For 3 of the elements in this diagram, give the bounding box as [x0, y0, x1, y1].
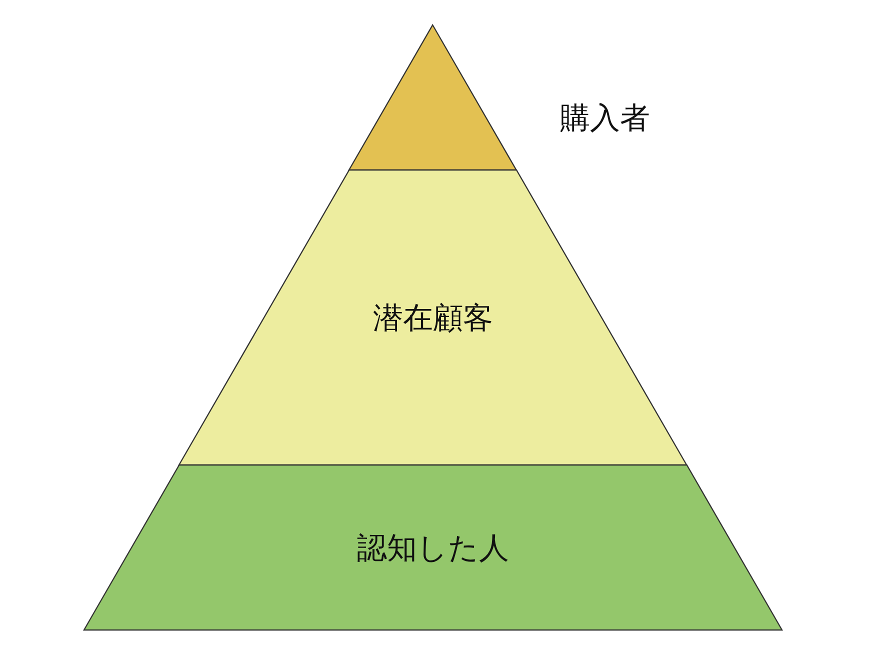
tier-label: 購入者	[560, 100, 650, 138]
tier-label: 認知した人	[356, 530, 510, 568]
tier-label: 潜在顧客	[372, 300, 494, 338]
